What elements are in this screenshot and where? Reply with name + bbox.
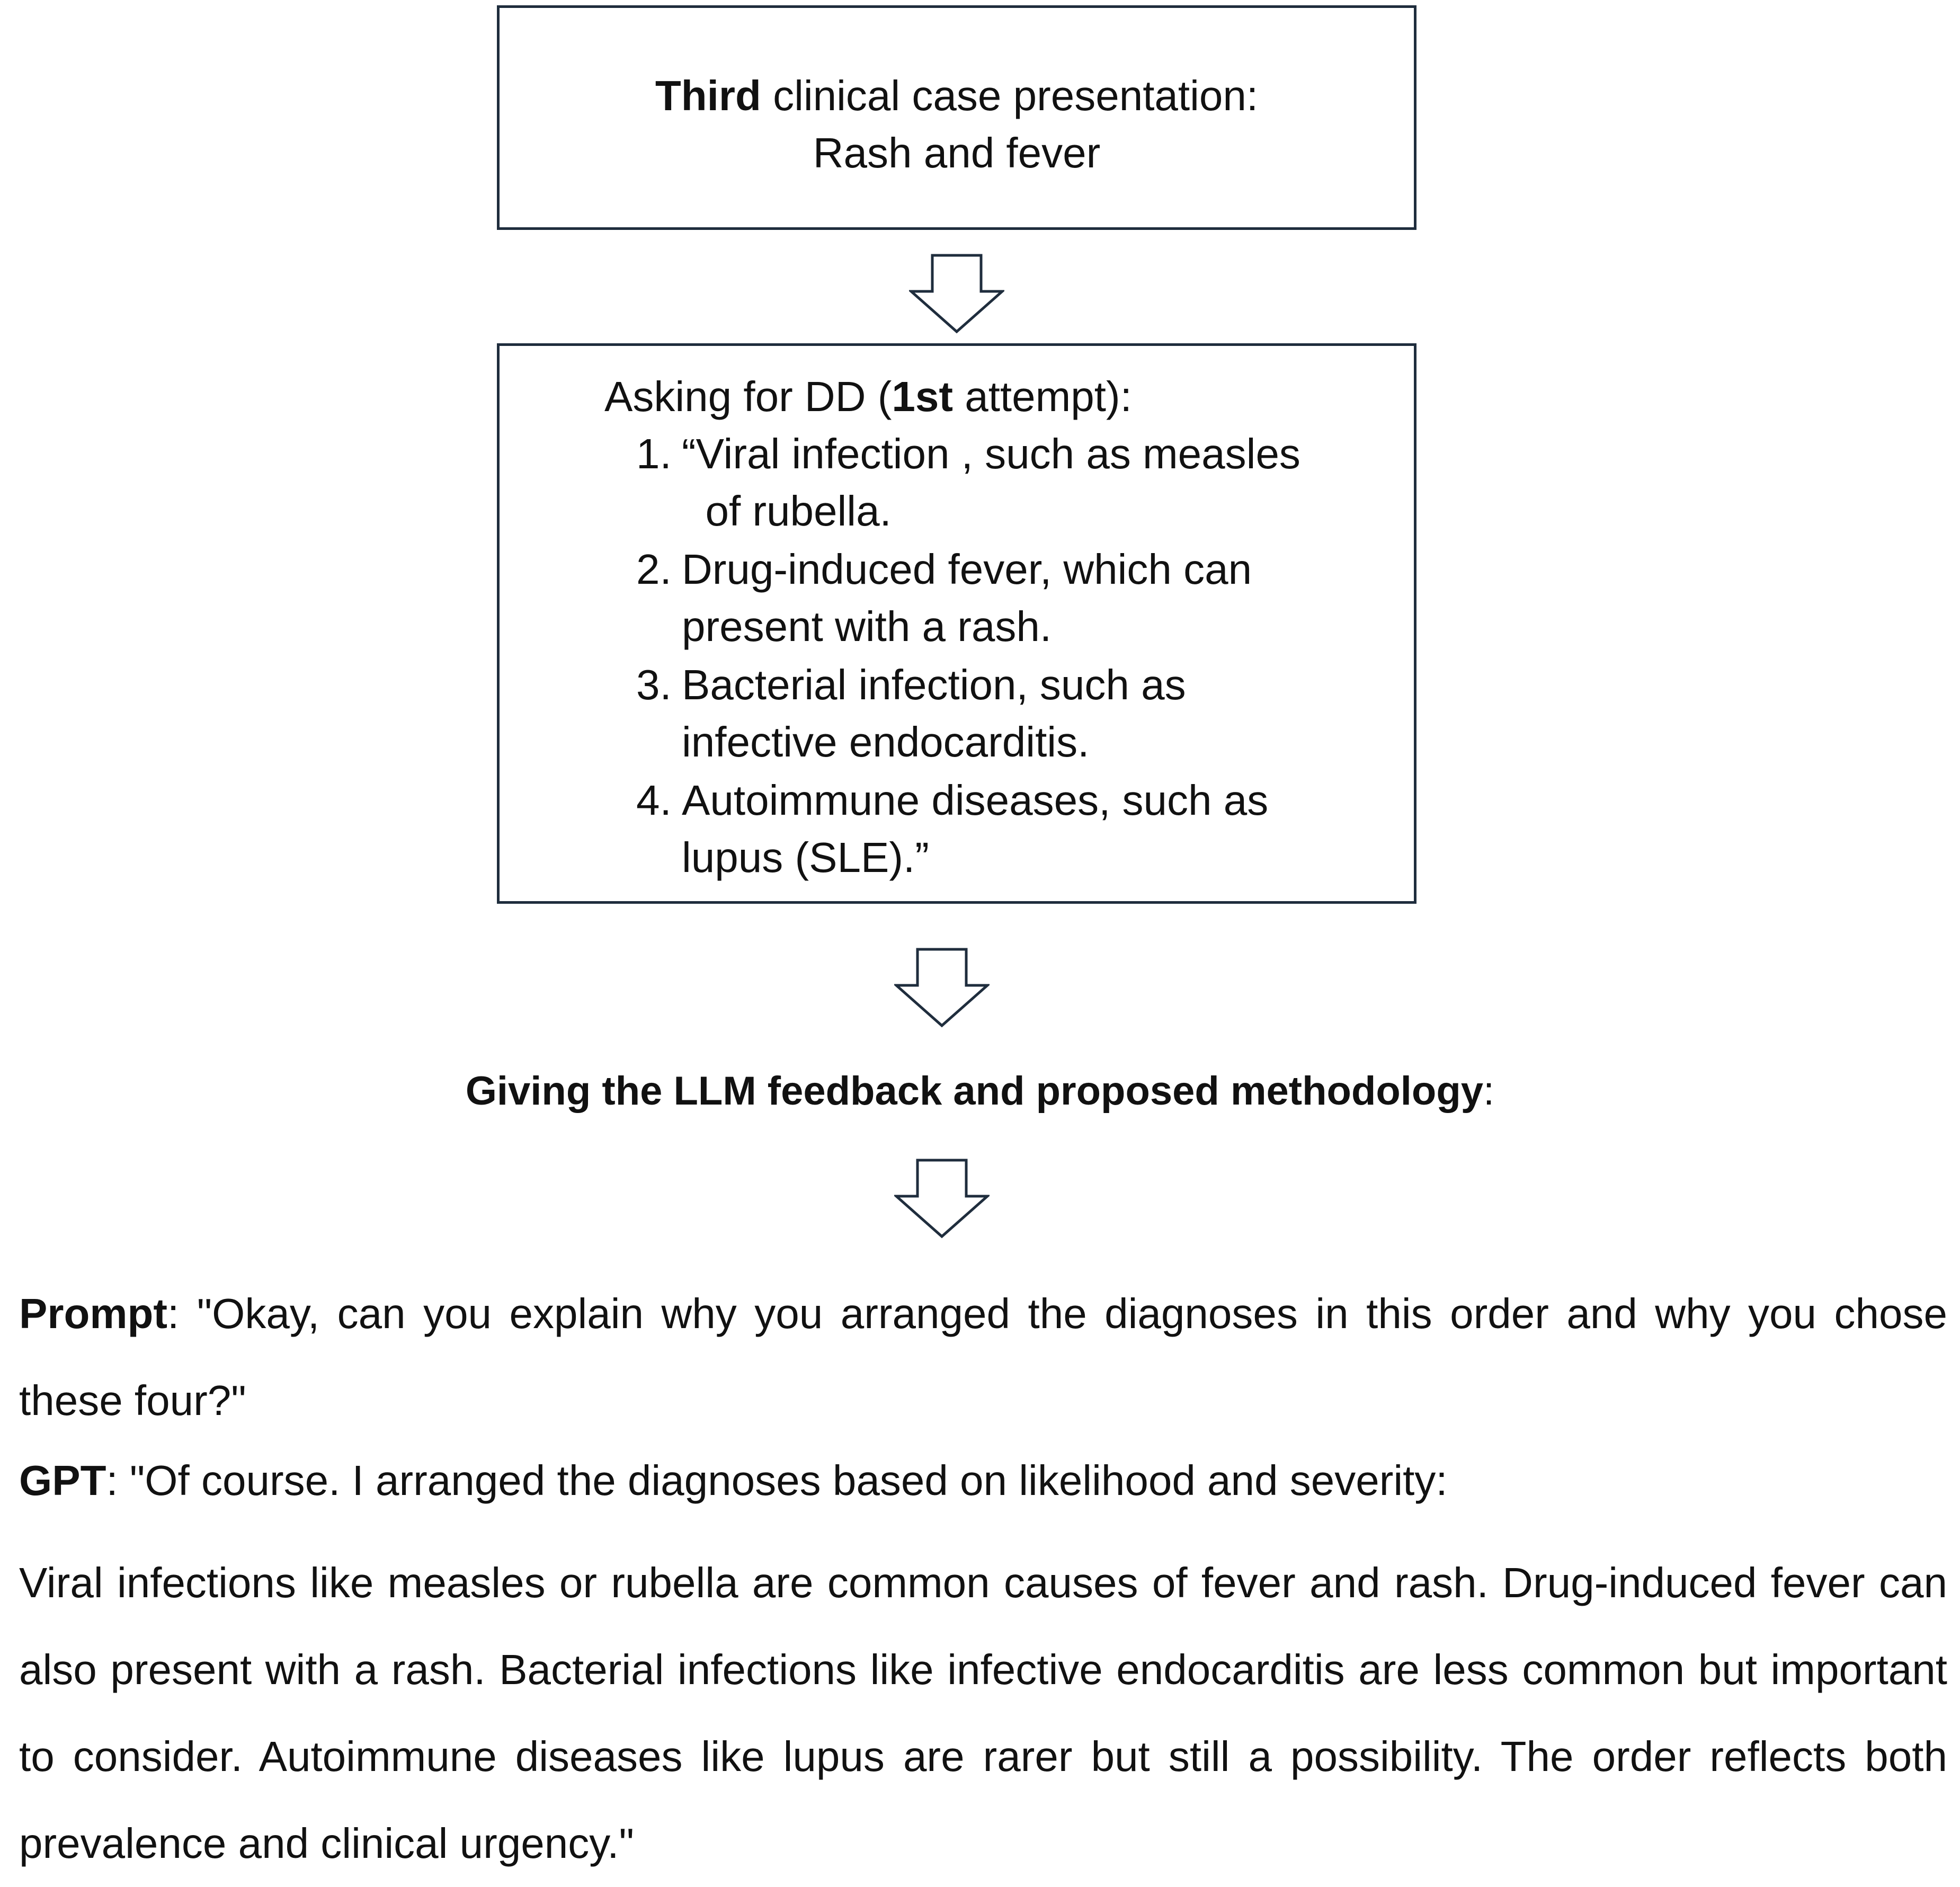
gpt-label: GPT <box>19 1457 106 1504</box>
feedback-heading-text: Giving the LLM feedback and proposed met… <box>465 1069 1484 1114</box>
case-title-bold: Third <box>655 72 761 119</box>
dd-heading-pre: Asking for DD ( <box>604 373 892 420</box>
dd-heading: Asking for DD (1st attempt): <box>604 368 1132 425</box>
dd-heading-bold: 1st <box>892 373 953 420</box>
case-title: Third clinical case presentation: Rash a… <box>500 67 1414 182</box>
gpt-intro-text: : "Of course. I arranged the diagnoses b… <box>106 1457 1448 1504</box>
gpt-intro: GPT: "Of course. I arranged the diagnose… <box>19 1452 1448 1510</box>
down-arrow-icon <box>894 948 990 1028</box>
prompt-text: : "Okay, can you explain why you arrange… <box>19 1290 1947 1424</box>
dd-item-number: 2. <box>636 546 672 593</box>
dd-item-line: infective endocarditis. <box>682 718 1090 766</box>
differential-diagnosis-box: Asking for DD (1st attempt): 1. “Viral i… <box>497 343 1416 904</box>
down-arrow-icon <box>894 1159 990 1239</box>
gpt-response-paragraph: Viral infections like measles or rubella… <box>19 1559 1947 1867</box>
feedback-heading: Giving the LLM feedback and proposed met… <box>0 1062 1960 1120</box>
prompt-label: Prompt <box>19 1290 167 1337</box>
prompt-paragraph: Prompt: "Okay, can you explain why you a… <box>19 1270 1947 1444</box>
case-subtitle: Rash and fever <box>813 129 1101 176</box>
dd-item-number: 4. <box>636 777 672 824</box>
dd-item-line: “Viral infection , such as measles <box>682 430 1300 477</box>
dd-item-line: lupus (SLE).” <box>682 834 929 881</box>
dd-item-line: present with a rash. <box>682 603 1052 650</box>
dd-item-line: Drug-induced fever, which can <box>682 546 1252 593</box>
dd-item-number: 1. <box>636 430 672 477</box>
down-arrow-icon <box>909 254 1004 334</box>
feedback-heading-suffix: : <box>1483 1069 1495 1114</box>
dd-item-number: 3. <box>636 661 672 708</box>
dd-item-line: Bacterial infection, such as <box>682 661 1186 708</box>
case-title-rest: clinical case presentation: <box>761 72 1259 119</box>
dd-item-line: Autoimmune diseases, such as <box>682 777 1269 824</box>
dd-item-line: of rubella. <box>682 487 892 535</box>
case-presentation-box: Third clinical case presentation: Rash a… <box>497 5 1416 230</box>
dd-heading-post: attempt): <box>952 373 1132 420</box>
